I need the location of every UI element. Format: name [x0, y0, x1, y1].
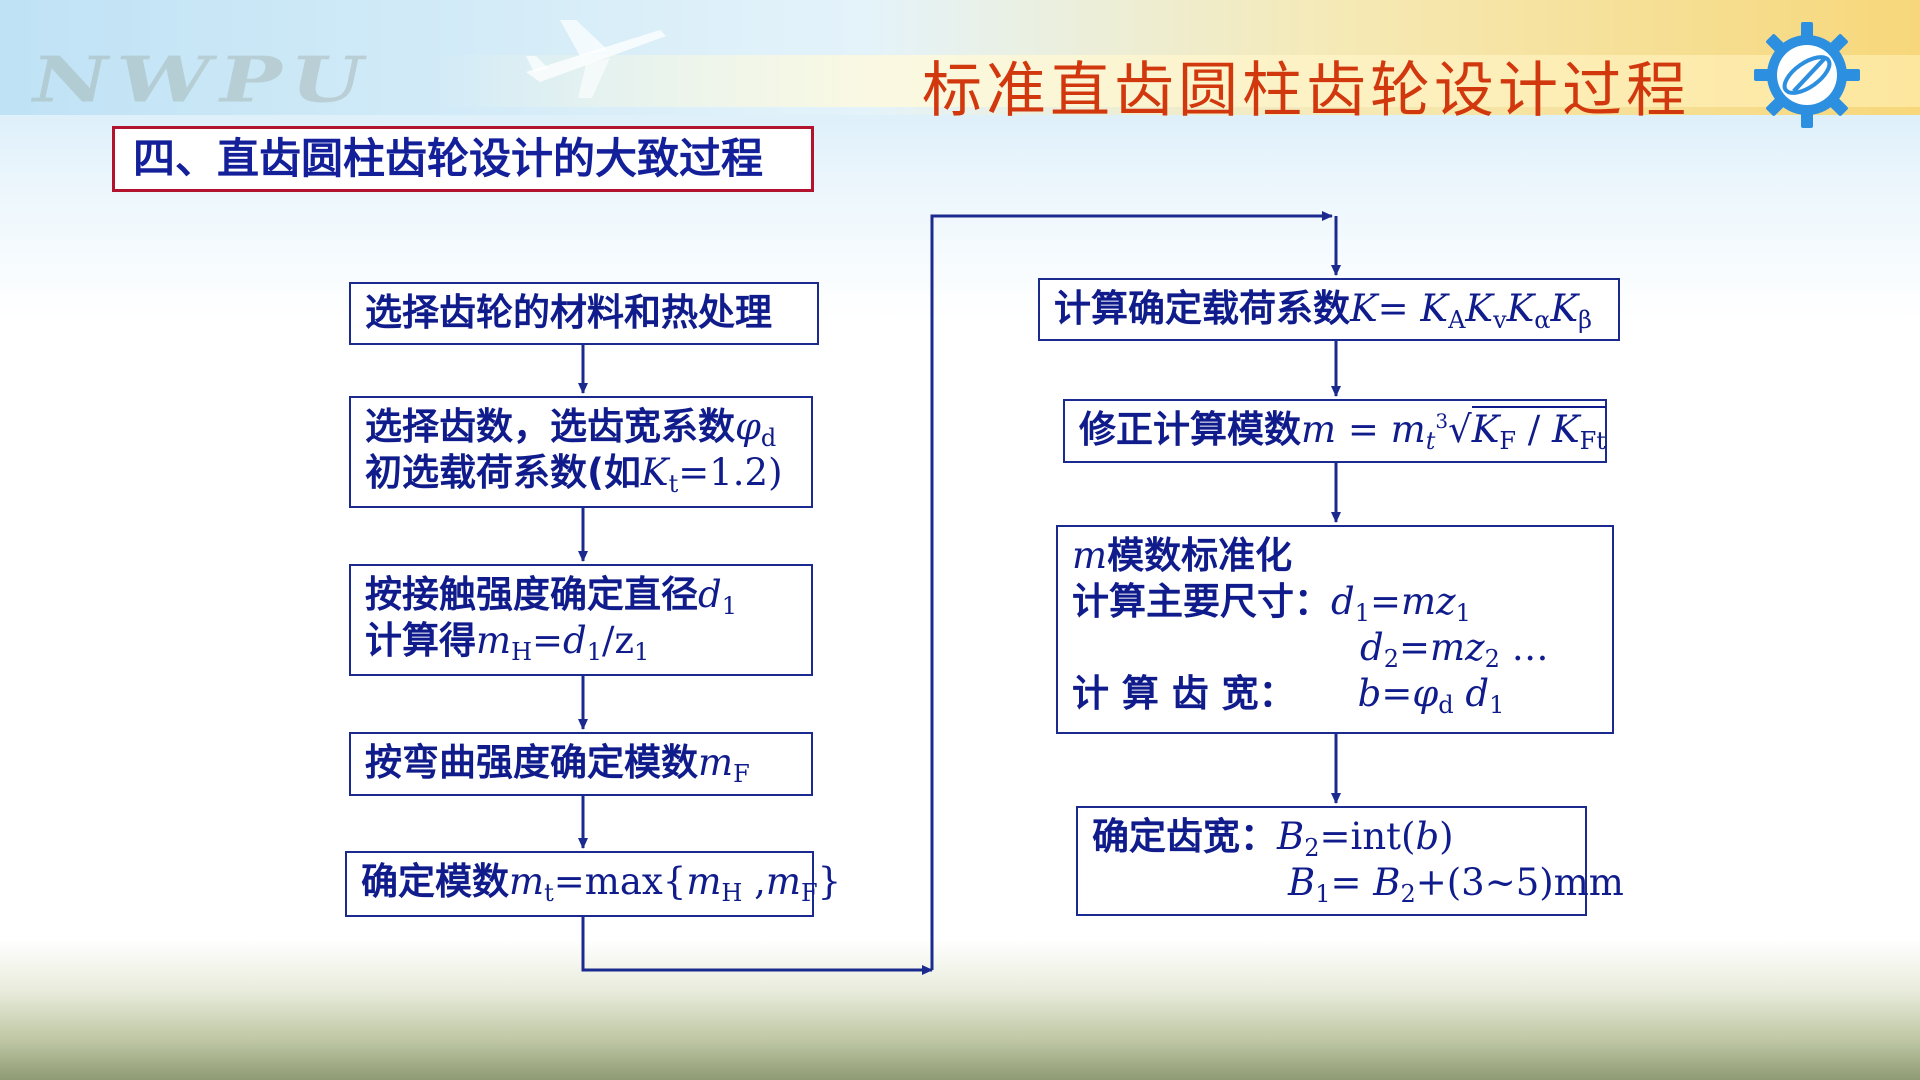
airplane-icon: [526, 20, 666, 98]
flow-step-contact-strength: 按接触强度确定直径d1 计算得mH=d1/z1: [349, 564, 813, 676]
loop-connector-up: [930, 211, 1333, 970]
section-heading: 四、直齿圆柱齿轮设计的大致过程: [112, 126, 814, 192]
flow-step-standardize: m模数标准化 计算主要尺寸：d1=mz1 d2=mz2 … 计 算 齿 宽：b=…: [1056, 525, 1614, 734]
flow-step-bending-strength: 按弯曲强度确定模数mF: [349, 732, 813, 796]
flow-step-material: 选择齿轮的材料和热处理: [349, 282, 819, 345]
slide-title: 标准直齿圆柱齿轮设计过程: [922, 56, 1690, 126]
loop-connector: [581, 917, 933, 975]
flow-step-module-max: 确定模数mt=max{mH ,mF}: [345, 851, 841, 917]
flow-step-teeth: 选择齿数，选齿宽系数φd 初选载荷系数(如Kt=1.2): [349, 396, 813, 508]
step-material-text: 选择齿轮的材料和热处理: [365, 291, 772, 334]
flow-step-load-factor: 计算确定载荷系数K= KAKvKαKβ: [1038, 278, 1620, 341]
gear-emblem-icon: [1754, 22, 1860, 128]
flow-step-corrected-module: 修正计算模数m = mt3√KF / KFt: [1063, 399, 1607, 463]
header-light-streak: [430, 55, 1920, 107]
flow-step-face-width: 确定齿宽：B2=int(b) B1= B2+(3~5)mm: [1076, 806, 1624, 916]
